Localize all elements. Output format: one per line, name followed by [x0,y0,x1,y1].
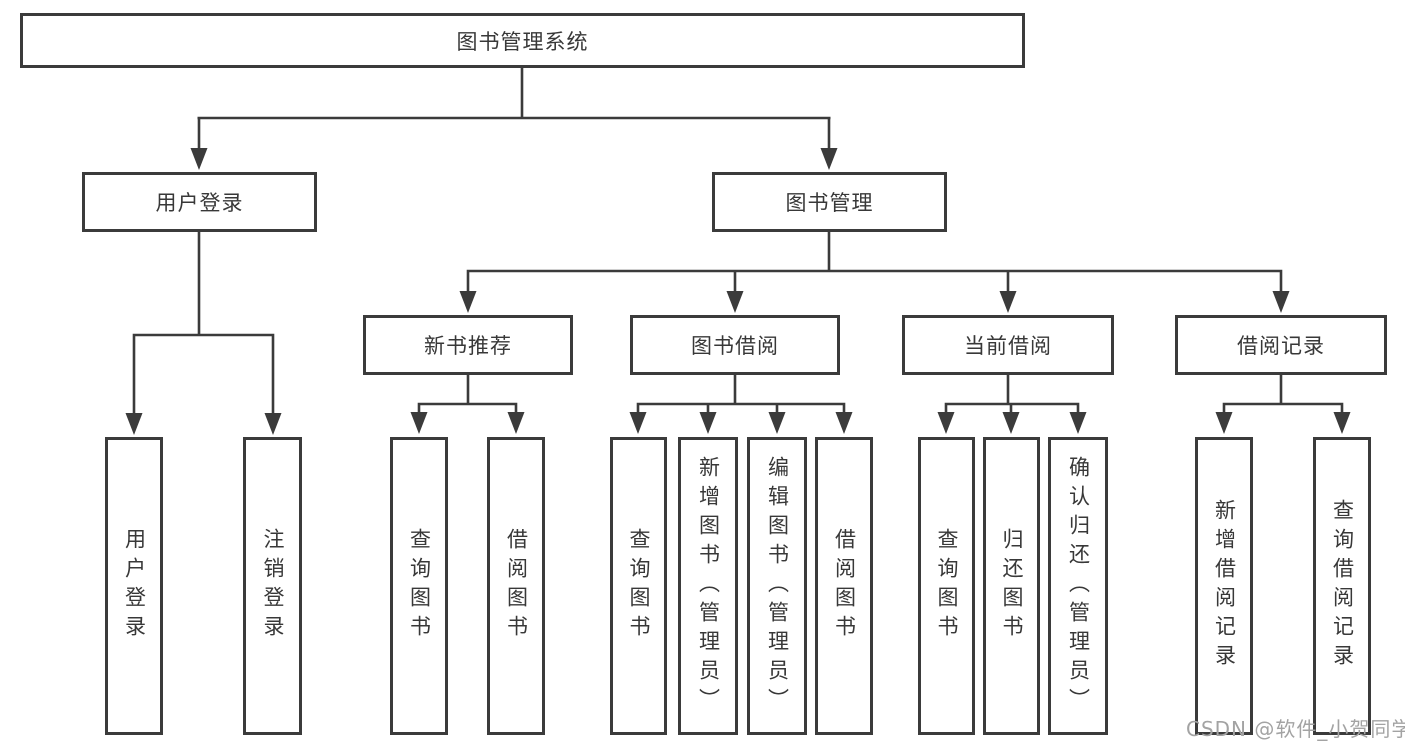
leaf-add-books-admin-label: 新增图书（管理员） [696,455,721,717]
leaf-user-login-label: 用户登录 [122,528,147,644]
node-user-login: 用户登录 [82,172,317,232]
node-new-book-recommend: 新书推荐 [363,315,573,375]
node-current-borrowing: 当前借阅 [902,315,1114,375]
node-book-borrowing-label: 图书借阅 [691,334,779,358]
arrowheads [125,148,1351,435]
node-library-management-system: 图书管理系统 [20,13,1025,68]
leaf-add-books-admin: 新增图书（管理员） [678,437,738,735]
leaf-query-books-borrowing: 查询图书 [610,437,667,735]
leaf-return-books: 归还图书 [983,437,1040,735]
leaf-logout-label: 注销登录 [261,528,286,644]
node-library-management-system-label: 图书管理系统 [456,29,589,54]
node-book-borrowing: 图书借阅 [630,315,840,375]
leaf-return-books-label: 归还图书 [1000,528,1025,644]
leaf-query-borrow-record: 查询借阅记录 [1313,437,1371,735]
node-borrowing-records-label: 借阅记录 [1237,334,1325,358]
node-current-borrowing-label: 当前借阅 [964,334,1052,358]
node-new-book-recommend-label: 新书推荐 [424,334,512,358]
leaf-edit-books-admin-label: 编辑图书（管理员） [765,455,790,717]
leaf-borrow-books-recommend-label: 借阅图书 [504,528,529,644]
leaf-borrow-books-recommend: 借阅图书 [487,437,545,735]
leaf-confirm-return-admin-label: 确认归还（管理员） [1066,455,1091,717]
node-borrowing-records: 借阅记录 [1175,315,1387,375]
leaf-borrow-books-borrowing: 借阅图书 [815,437,873,735]
leaf-query-books-current-label: 查询图书 [935,528,960,644]
leaf-query-books-current: 查询图书 [918,437,975,735]
leaf-query-books-recommend-label: 查询图书 [407,528,432,644]
leaf-logout: 注销登录 [243,437,302,735]
leaf-add-borrow-record: 新增借阅记录 [1195,437,1253,735]
leaf-query-books-borrowing-label: 查询图书 [627,528,652,644]
leaf-query-books-recommend: 查询图书 [390,437,448,735]
node-book-management: 图书管理 [712,172,947,232]
leaf-add-borrow-record-label: 新增借阅记录 [1212,499,1237,673]
leaf-user-login: 用户登录 [105,437,163,735]
leaf-query-borrow-record-label: 查询借阅记录 [1330,499,1355,673]
node-book-management-label: 图书管理 [785,191,874,215]
node-user-login-label: 用户登录 [155,191,244,215]
leaf-edit-books-admin: 编辑图书（管理员） [747,437,807,735]
leaf-confirm-return-admin: 确认归还（管理员） [1048,437,1108,735]
leaf-borrow-books-borrowing-label: 借阅图书 [832,528,857,644]
csdn-watermark: CSDN @软件_小贺同学 [1186,717,1405,741]
